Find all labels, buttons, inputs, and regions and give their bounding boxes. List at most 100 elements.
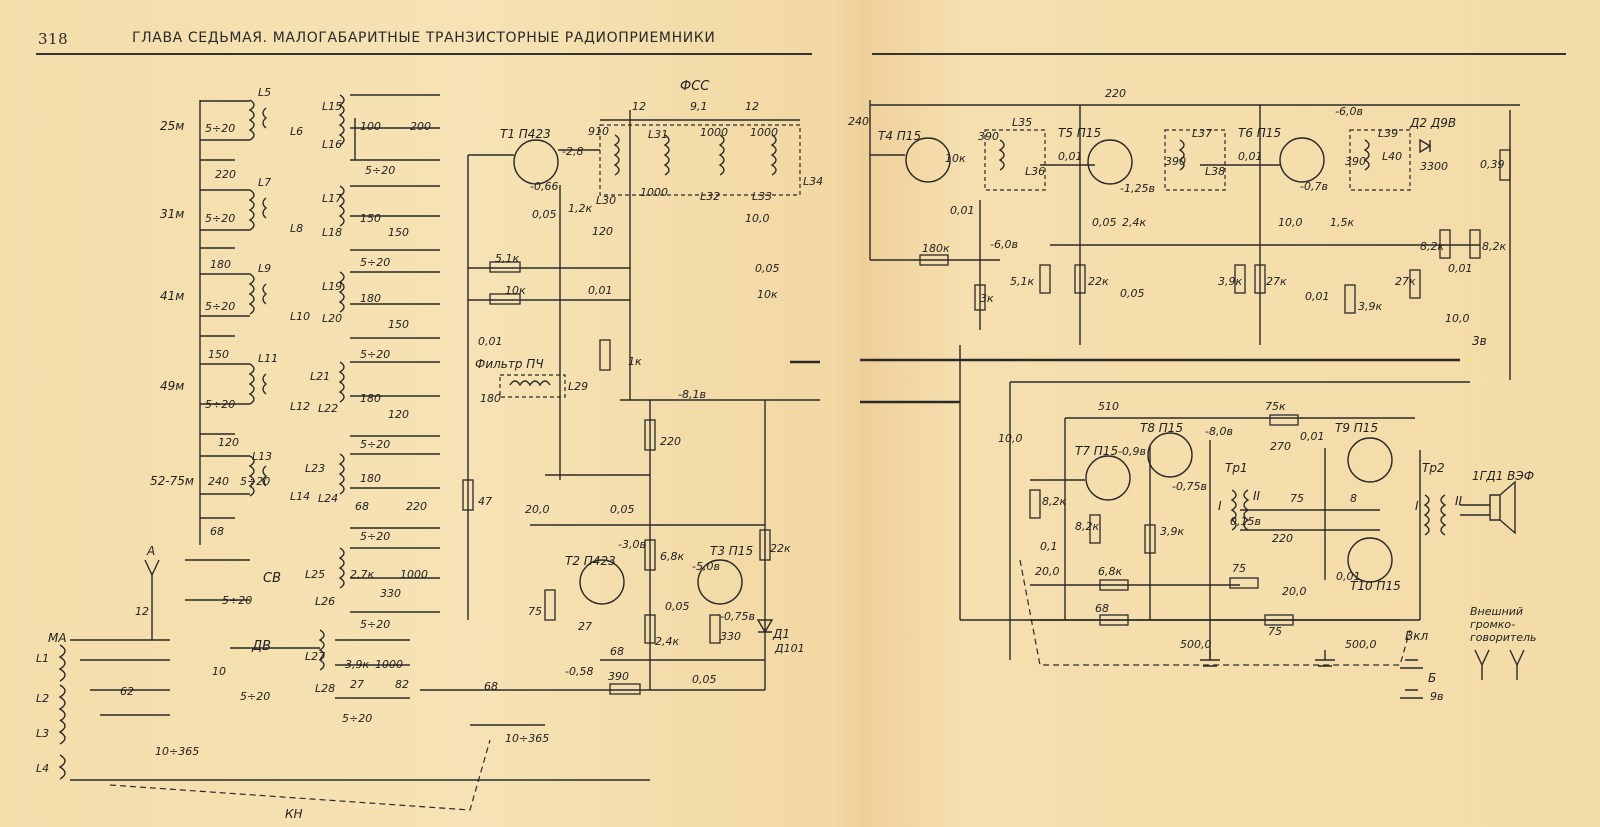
coil-l6-label: L6 <box>290 125 303 138</box>
value-label: 3,9к <box>1160 525 1184 538</box>
coil-l23-label: L23 <box>305 462 325 475</box>
coil-l3-label: L3 <box>36 727 49 740</box>
band-sv-label: СВ <box>263 571 281 586</box>
coil-group-dv <box>230 629 410 699</box>
band-31m-label: 31м <box>160 207 184 221</box>
value-label: 8 <box>1350 492 1357 505</box>
coil-l18-label: L18 <box>322 226 342 239</box>
value-label: 10÷365 <box>155 745 199 758</box>
value-label: -0,66 <box>530 180 558 193</box>
value-label: 200 <box>410 120 431 133</box>
coil-l28-label: L28 <box>315 682 335 695</box>
value-label: 20,0 <box>525 503 550 516</box>
coil-l13-label: L13 <box>252 450 272 463</box>
page-number: 318 <box>38 30 69 48</box>
tr2-primary-label: I <box>1415 499 1419 513</box>
value-label: 120 <box>218 436 239 449</box>
coil-l31-label: L31 <box>648 128 668 141</box>
value-label: 75к <box>1265 400 1286 413</box>
value-label: -0,75в <box>1172 480 1207 493</box>
value-label: -2,8 <box>562 145 583 158</box>
coil-l37-label: L37 <box>1192 127 1212 140</box>
value-label: 0,01 <box>588 284 613 297</box>
value-label: 220 <box>406 500 427 513</box>
coil-l20-label: L20 <box>322 312 342 325</box>
value-label: 3,9к <box>345 658 369 671</box>
coil-l9-label: L9 <box>258 262 271 275</box>
coil-group-sv <box>185 547 440 613</box>
value-label: 3,9к <box>1358 300 1382 313</box>
converter-stage <box>420 110 820 726</box>
value-label: 510 <box>1098 400 1119 413</box>
value-label: 82 <box>395 678 409 691</box>
value-label: 5,1к <box>1010 275 1034 288</box>
value-label: -8,1в <box>678 388 706 401</box>
value-label: 180 <box>210 258 231 271</box>
value-label: 5÷20 <box>360 256 390 269</box>
antenna-label: А <box>146 544 155 558</box>
tr2-label: Тр2 <box>1422 461 1445 475</box>
value-label: 500,0 <box>1180 638 1212 651</box>
value-label: 1000 <box>400 568 428 581</box>
value-label: 180 <box>480 392 501 405</box>
value-label: 220 <box>1272 532 1293 545</box>
value-label: 8,2к <box>1482 240 1506 253</box>
t9-transistor <box>1347 437 1393 483</box>
value-label: 150 <box>360 212 381 225</box>
coil-l32-label: L32 <box>700 190 720 203</box>
value-label: 68 <box>355 500 369 513</box>
t4-label: Т4 П15 <box>878 129 921 143</box>
value-label: 10,0 <box>1445 312 1470 325</box>
value-label: 75 <box>1268 625 1282 638</box>
coil-l5-label: L5 <box>258 86 271 99</box>
value-label: 27к <box>1395 275 1416 288</box>
t2-transistor <box>579 559 625 605</box>
coil-l25-label: L25 <box>305 568 325 581</box>
switch-label: Вкл <box>1405 629 1428 643</box>
d1-label: Д1 <box>772 627 790 641</box>
d2-label: Д2 Д9В <box>1409 116 1456 130</box>
value-label: 10к <box>757 288 778 301</box>
value-label: 120 <box>388 408 409 421</box>
value-label: -3,0в <box>618 538 646 551</box>
audio-amplifier <box>1009 382 1525 699</box>
t10-transistor <box>1347 537 1393 583</box>
value-label: 47 <box>478 495 492 508</box>
value-label: 0,05 <box>1120 287 1145 300</box>
schematic-labels: 25м 31м 41м 49м 52-75м СВ ДВ МА А КН L5 … <box>36 79 1537 821</box>
value-label: 0,05 <box>755 262 780 275</box>
coil-group-25m <box>200 94 440 161</box>
value-label: 1,5к <box>1330 216 1354 229</box>
ma-label: МА <box>48 631 67 645</box>
t4-transistor <box>905 137 951 183</box>
value-label: 62 <box>120 685 134 698</box>
value-label: 0,01 <box>1238 150 1263 163</box>
t10-label: Т10 П15 <box>1350 579 1401 593</box>
coil-l1-label: L1 <box>36 652 49 665</box>
coil-l15-label: L15 <box>322 100 342 113</box>
coil-l27-label: L27 <box>305 650 325 663</box>
coil-l17-label: L17 <box>322 192 342 205</box>
coil-l11-label: L11 <box>258 352 278 365</box>
value-label: 910 <box>588 125 609 138</box>
value-label: 0,05 <box>1092 216 1117 229</box>
coil-l14-label: L14 <box>290 490 310 503</box>
value-label: 27 <box>578 620 592 633</box>
ext-speaker-label-2: громко- <box>1470 618 1515 631</box>
coil-l29-label: L29 <box>568 380 588 393</box>
battery-icon <box>1400 659 1423 699</box>
value-label: 390 <box>608 670 629 683</box>
value-label: 0,05 <box>665 600 690 613</box>
value-label: 75 <box>1232 562 1246 575</box>
coil-group-49m <box>200 361 440 437</box>
value-label: 180 <box>360 392 381 405</box>
value-label: 5÷20 <box>342 712 372 725</box>
t5-transistor <box>1087 139 1133 185</box>
value-label: 150 <box>388 226 409 239</box>
kn-label: КН <box>285 807 303 821</box>
coil-group-41m <box>200 271 440 339</box>
value-label: 0,01 <box>478 335 503 348</box>
t2-label: Т2 П423 <box>565 554 616 568</box>
t6-transistor <box>1279 137 1325 183</box>
ext-speaker-label-1: Внешний <box>1470 605 1523 618</box>
